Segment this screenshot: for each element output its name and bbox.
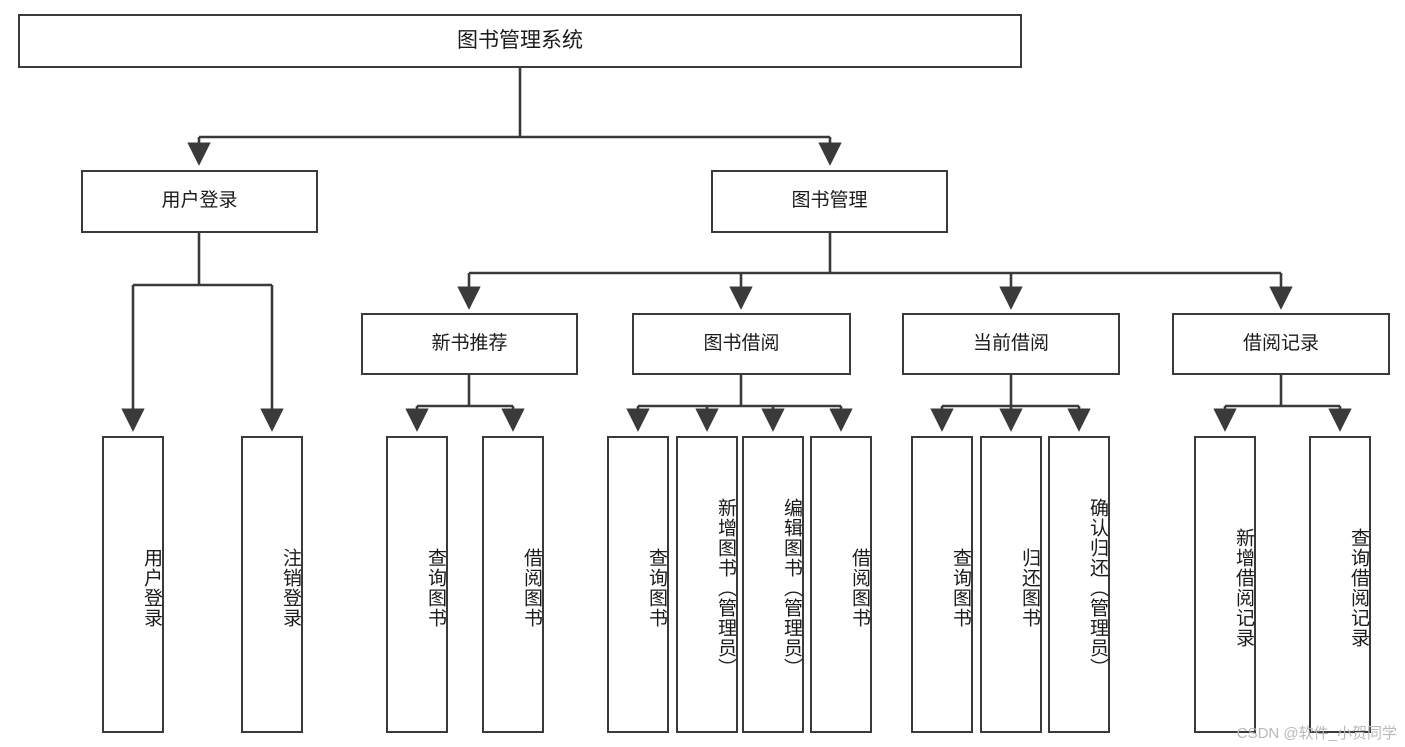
- node-label: 注销登录: [280, 547, 301, 628]
- leaf-borrow-borrow-book[interactable]: 借阅图书: [810, 436, 872, 733]
- node-root-system[interactable]: 图书管理系统: [18, 14, 1022, 68]
- leaf-borrow-add-book-admin[interactable]: 新增图书（管理员）: [676, 436, 738, 733]
- leaf-user-login-signout[interactable]: 注销登录: [241, 436, 303, 733]
- node-label: 查询图书: [425, 547, 446, 628]
- node-label: 图书管理: [791, 190, 868, 212]
- leaf-records-add-record[interactable]: 新增借阅记录: [1194, 436, 1256, 733]
- leaf-user-login-signin[interactable]: 用户登录: [102, 436, 164, 733]
- node-user-login[interactable]: 用户登录: [81, 170, 318, 233]
- leaf-borrow-edit-book-admin[interactable]: 编辑图书（管理员）: [742, 436, 804, 733]
- node-label: 用户登录: [141, 547, 162, 628]
- leaf-newbook-borrow-book[interactable]: 借阅图书: [482, 436, 544, 733]
- node-label: 新增图书（管理员）: [715, 497, 736, 678]
- node-label: 当前借阅: [972, 332, 1049, 354]
- node-book-borrow[interactable]: 图书借阅: [632, 313, 851, 375]
- node-label: 查询图书: [646, 547, 667, 628]
- leaf-current-confirm-return-admin[interactable]: 确认归还（管理员）: [1048, 436, 1110, 733]
- node-label: 新书推荐: [431, 332, 508, 354]
- node-new-book-recommend[interactable]: 新书推荐: [361, 313, 578, 375]
- node-label: 借阅记录: [1242, 332, 1319, 354]
- node-label: 归还图书: [1019, 547, 1040, 628]
- leaf-newbook-query-book[interactable]: 查询图书: [386, 436, 448, 733]
- node-current-borrow[interactable]: 当前借阅: [902, 313, 1120, 375]
- node-label: 图书借阅: [703, 332, 780, 354]
- node-label: 用户登录: [161, 190, 238, 212]
- node-label: 借阅图书: [521, 547, 542, 628]
- node-label: 确认归还（管理员）: [1087, 497, 1108, 678]
- node-label: 新增借阅记录: [1233, 527, 1254, 648]
- leaf-borrow-query-book[interactable]: 查询图书: [607, 436, 669, 733]
- leaf-records-query-record[interactable]: 查询借阅记录: [1309, 436, 1371, 733]
- node-label: 查询图书: [950, 547, 971, 628]
- leaf-current-query-book[interactable]: 查询图书: [911, 436, 973, 733]
- node-label: 图书管理系统: [457, 28, 583, 52]
- node-borrow-records[interactable]: 借阅记录: [1172, 313, 1390, 375]
- leaf-current-return-book[interactable]: 归还图书: [980, 436, 1042, 733]
- node-label: 编辑图书（管理员）: [781, 497, 802, 678]
- node-label: 查询借阅记录: [1348, 527, 1369, 648]
- node-book-management[interactable]: 图书管理: [711, 170, 948, 233]
- node-label: 借阅图书: [849, 547, 870, 628]
